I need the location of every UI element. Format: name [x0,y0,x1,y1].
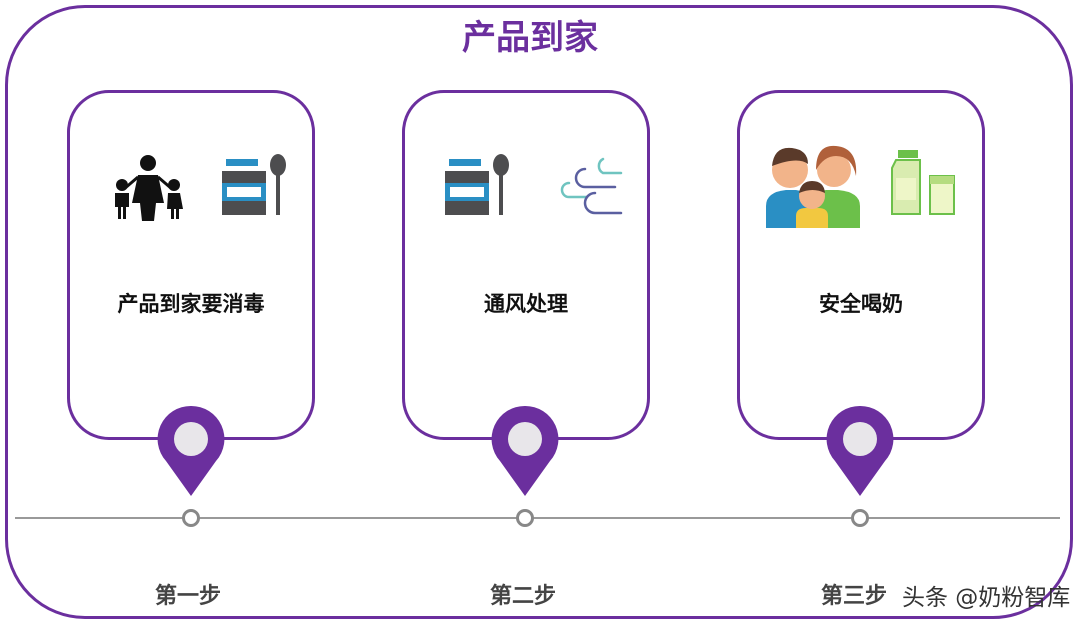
card-label: 产品到家要消毒 [117,292,265,316]
step-card-1: 产品到家要消毒 [67,90,315,440]
timeline-node [182,509,200,527]
step-label-1: 第一步 [154,584,221,609]
formula-jar-spoon-icon [445,154,509,215]
happy-family-icon [766,145,860,228]
step-card-3: 安全喝奶 [737,90,985,440]
timeline [15,517,1060,519]
outer-frame [5,5,1073,619]
step-card-2: 通风处理 [402,90,650,440]
timeline-node [516,509,534,527]
map-pin-icon [157,405,225,496]
card-label: 安全喝奶 [819,292,903,316]
map-pin-icon [491,405,559,496]
timeline-node [851,509,869,527]
step-label-3: 第三步 [820,584,887,609]
step-label-2: 第二步 [489,584,556,609]
family-icon [115,155,183,221]
map-pin-icon [826,405,894,496]
card-label: 通风处理 [484,292,568,316]
page-title: 产品到家 [0,10,1060,59]
formula-jar-spoon-icon [222,154,286,215]
wind-icon [560,157,623,215]
watermark: 头条 @奶粉智库 [902,585,1071,611]
milk-bottle-glass-icon [891,150,955,215]
